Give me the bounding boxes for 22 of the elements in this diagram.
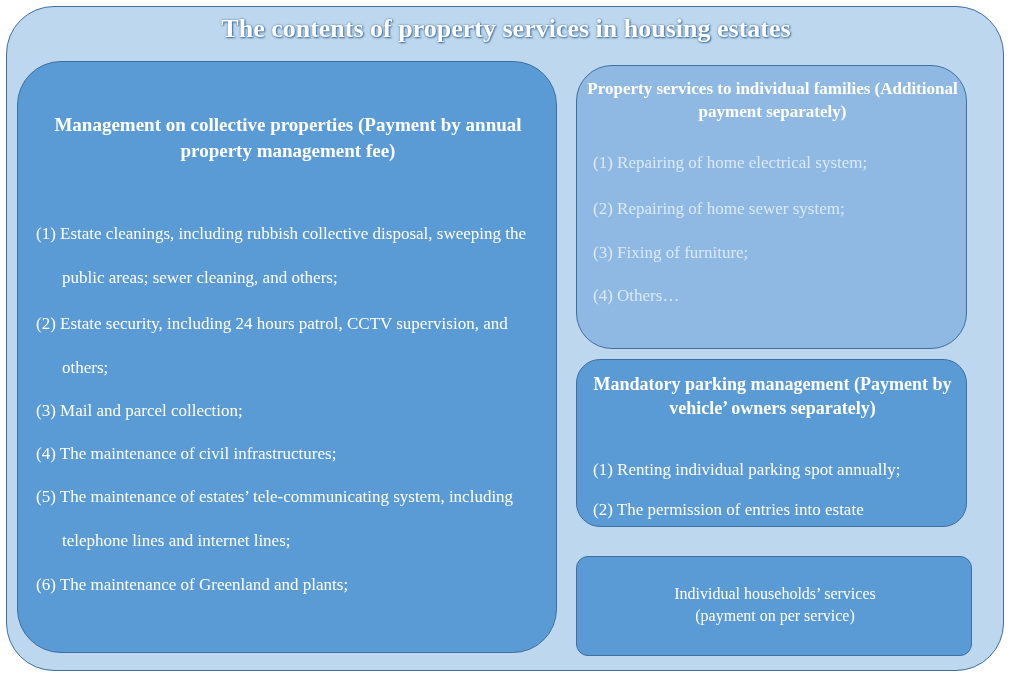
service-item: (6) The maintenance of Greenland and plants; [36, 574, 350, 596]
service-item: (2) Estate security, including 24 hours patrol, CCTV supervision, and others; [36, 313, 509, 379]
service-item: (4) The maintenance of civil infrastructures; [36, 443, 338, 465]
service-item: (1) Estate cleanings, including rubbish collective disposal, sweeping the public areas; sewer cleaning, and others; [36, 223, 528, 289]
panel-heading: Property services to individual families (Additional payment separately) [587, 78, 958, 123]
service-item: (5) The maintenance of estates’ tele-communicating system, including telephone lines and internet lines; [36, 486, 515, 552]
service-item: (2) Repairing of home sewer system; [593, 198, 846, 220]
collective-services-panel [17, 61, 557, 653]
household-services-panel [576, 556, 972, 656]
panel-heading: Mandatory parking management (Payment by vehicle’ owners separately) [592, 373, 953, 421]
service-item: (3) Fixing of furniture; [593, 242, 750, 264]
service-item: (1) Repairing of home electrical system; [593, 152, 869, 174]
panel-heading: Individual households’ services (payment on per service) [673, 584, 877, 627]
parking-management-panel [576, 359, 967, 527]
outer-panel [6, 6, 1004, 671]
panel-heading: The contents of property services in housing estates [220, 13, 792, 45]
service-item: (1) Renting individual parking spot annually; [593, 459, 902, 481]
service-item: (4) Others… [593, 285, 681, 307]
service-item: (2) The permission of entries into estate [593, 499, 865, 521]
panel-heading: Management on collective properties (Payment by annual property management fee) [53, 113, 523, 163]
service-item: (3) Mail and parcel collection; [36, 400, 244, 422]
family-services-panel [576, 65, 967, 349]
